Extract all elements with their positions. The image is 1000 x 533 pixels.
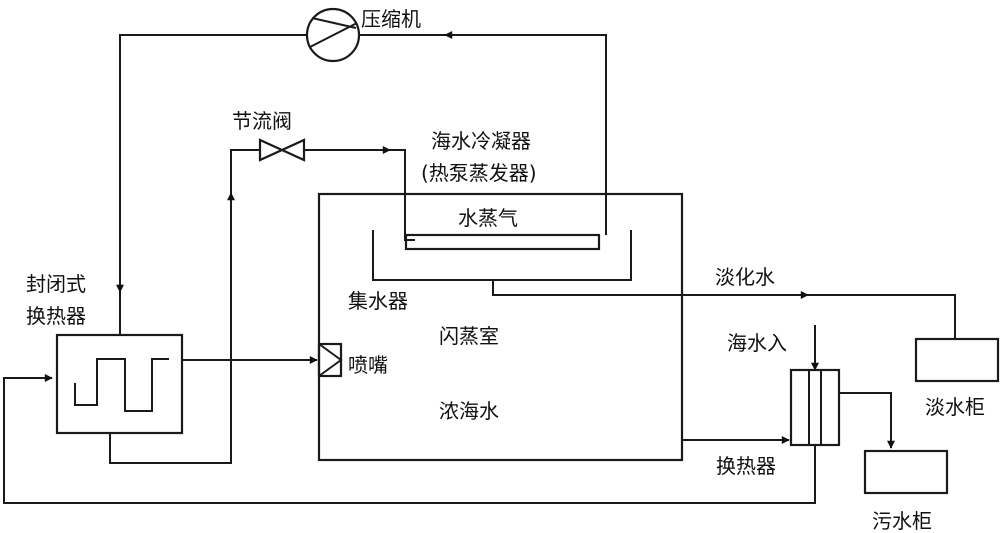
nozzle-icon <box>318 343 343 377</box>
sewage-tank-label: 污水柜 <box>872 509 932 533</box>
compressor-blade-line <box>311 17 357 29</box>
heat-exchanger-box <box>789 368 841 447</box>
heat-pump-evaporator-label: (热泵蒸发器) <box>421 161 537 185</box>
evaporator-coil <box>404 233 601 251</box>
water-collector-tray <box>372 230 632 281</box>
seawater-line-to-sealed-exchanger <box>3 374 816 504</box>
brine-line-to-sewage-tank <box>839 392 895 449</box>
heat-exchanger-label: 换热器 <box>716 454 776 478</box>
seawater-condenser-label: 海水冷凝器 <box>431 129 531 153</box>
sealed-heat-exchanger-label-line1: 封闭式 <box>26 272 86 296</box>
fresh-water-out-label: 淡化水 <box>715 265 775 289</box>
throttle-valve <box>258 138 306 162</box>
heat-exchanger-coil <box>74 358 169 412</box>
nozzle-body <box>317 342 343 378</box>
valve-icon <box>258 138 306 162</box>
seawater-in-label: 海水入 <box>727 331 787 355</box>
fresh-water-tank-box <box>914 337 1000 383</box>
fresh-water-line-to-tank <box>808 294 956 339</box>
fresh-water-outlet-line <box>492 280 809 299</box>
nozzle <box>317 342 343 378</box>
fresh-water-tank-label: 淡水柜 <box>925 395 985 419</box>
sewage-tank-box <box>863 449 949 495</box>
compressor <box>305 7 361 63</box>
throttle-valve-label: 节流阀 <box>232 109 292 133</box>
water-collector-label: 集水器 <box>348 289 408 313</box>
concentrated-seawater-label: 浓海水 <box>439 399 499 423</box>
water-vapor-label: 水蒸气 <box>458 206 518 230</box>
flash-chamber-label: 闪蒸室 <box>439 324 499 348</box>
refrigerant-line-to-throttle <box>109 149 260 464</box>
flash-chamber-box <box>317 192 684 462</box>
nozzle-label: 喷嘴 <box>348 353 388 377</box>
sealed-heat-exchanger-label-line2: 换热器 <box>26 304 86 328</box>
compressor-label: 压缩机 <box>361 7 421 31</box>
refrigerant-line-to-heat-exchanger <box>116 34 307 293</box>
